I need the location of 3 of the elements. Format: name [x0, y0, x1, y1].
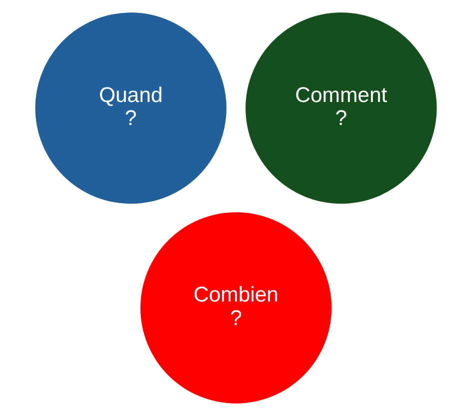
node-circle: Combien ?	[140, 212, 332, 404]
node-circle: Comment ?	[246, 12, 437, 204]
node-circle: Quand ?	[35, 12, 226, 204]
